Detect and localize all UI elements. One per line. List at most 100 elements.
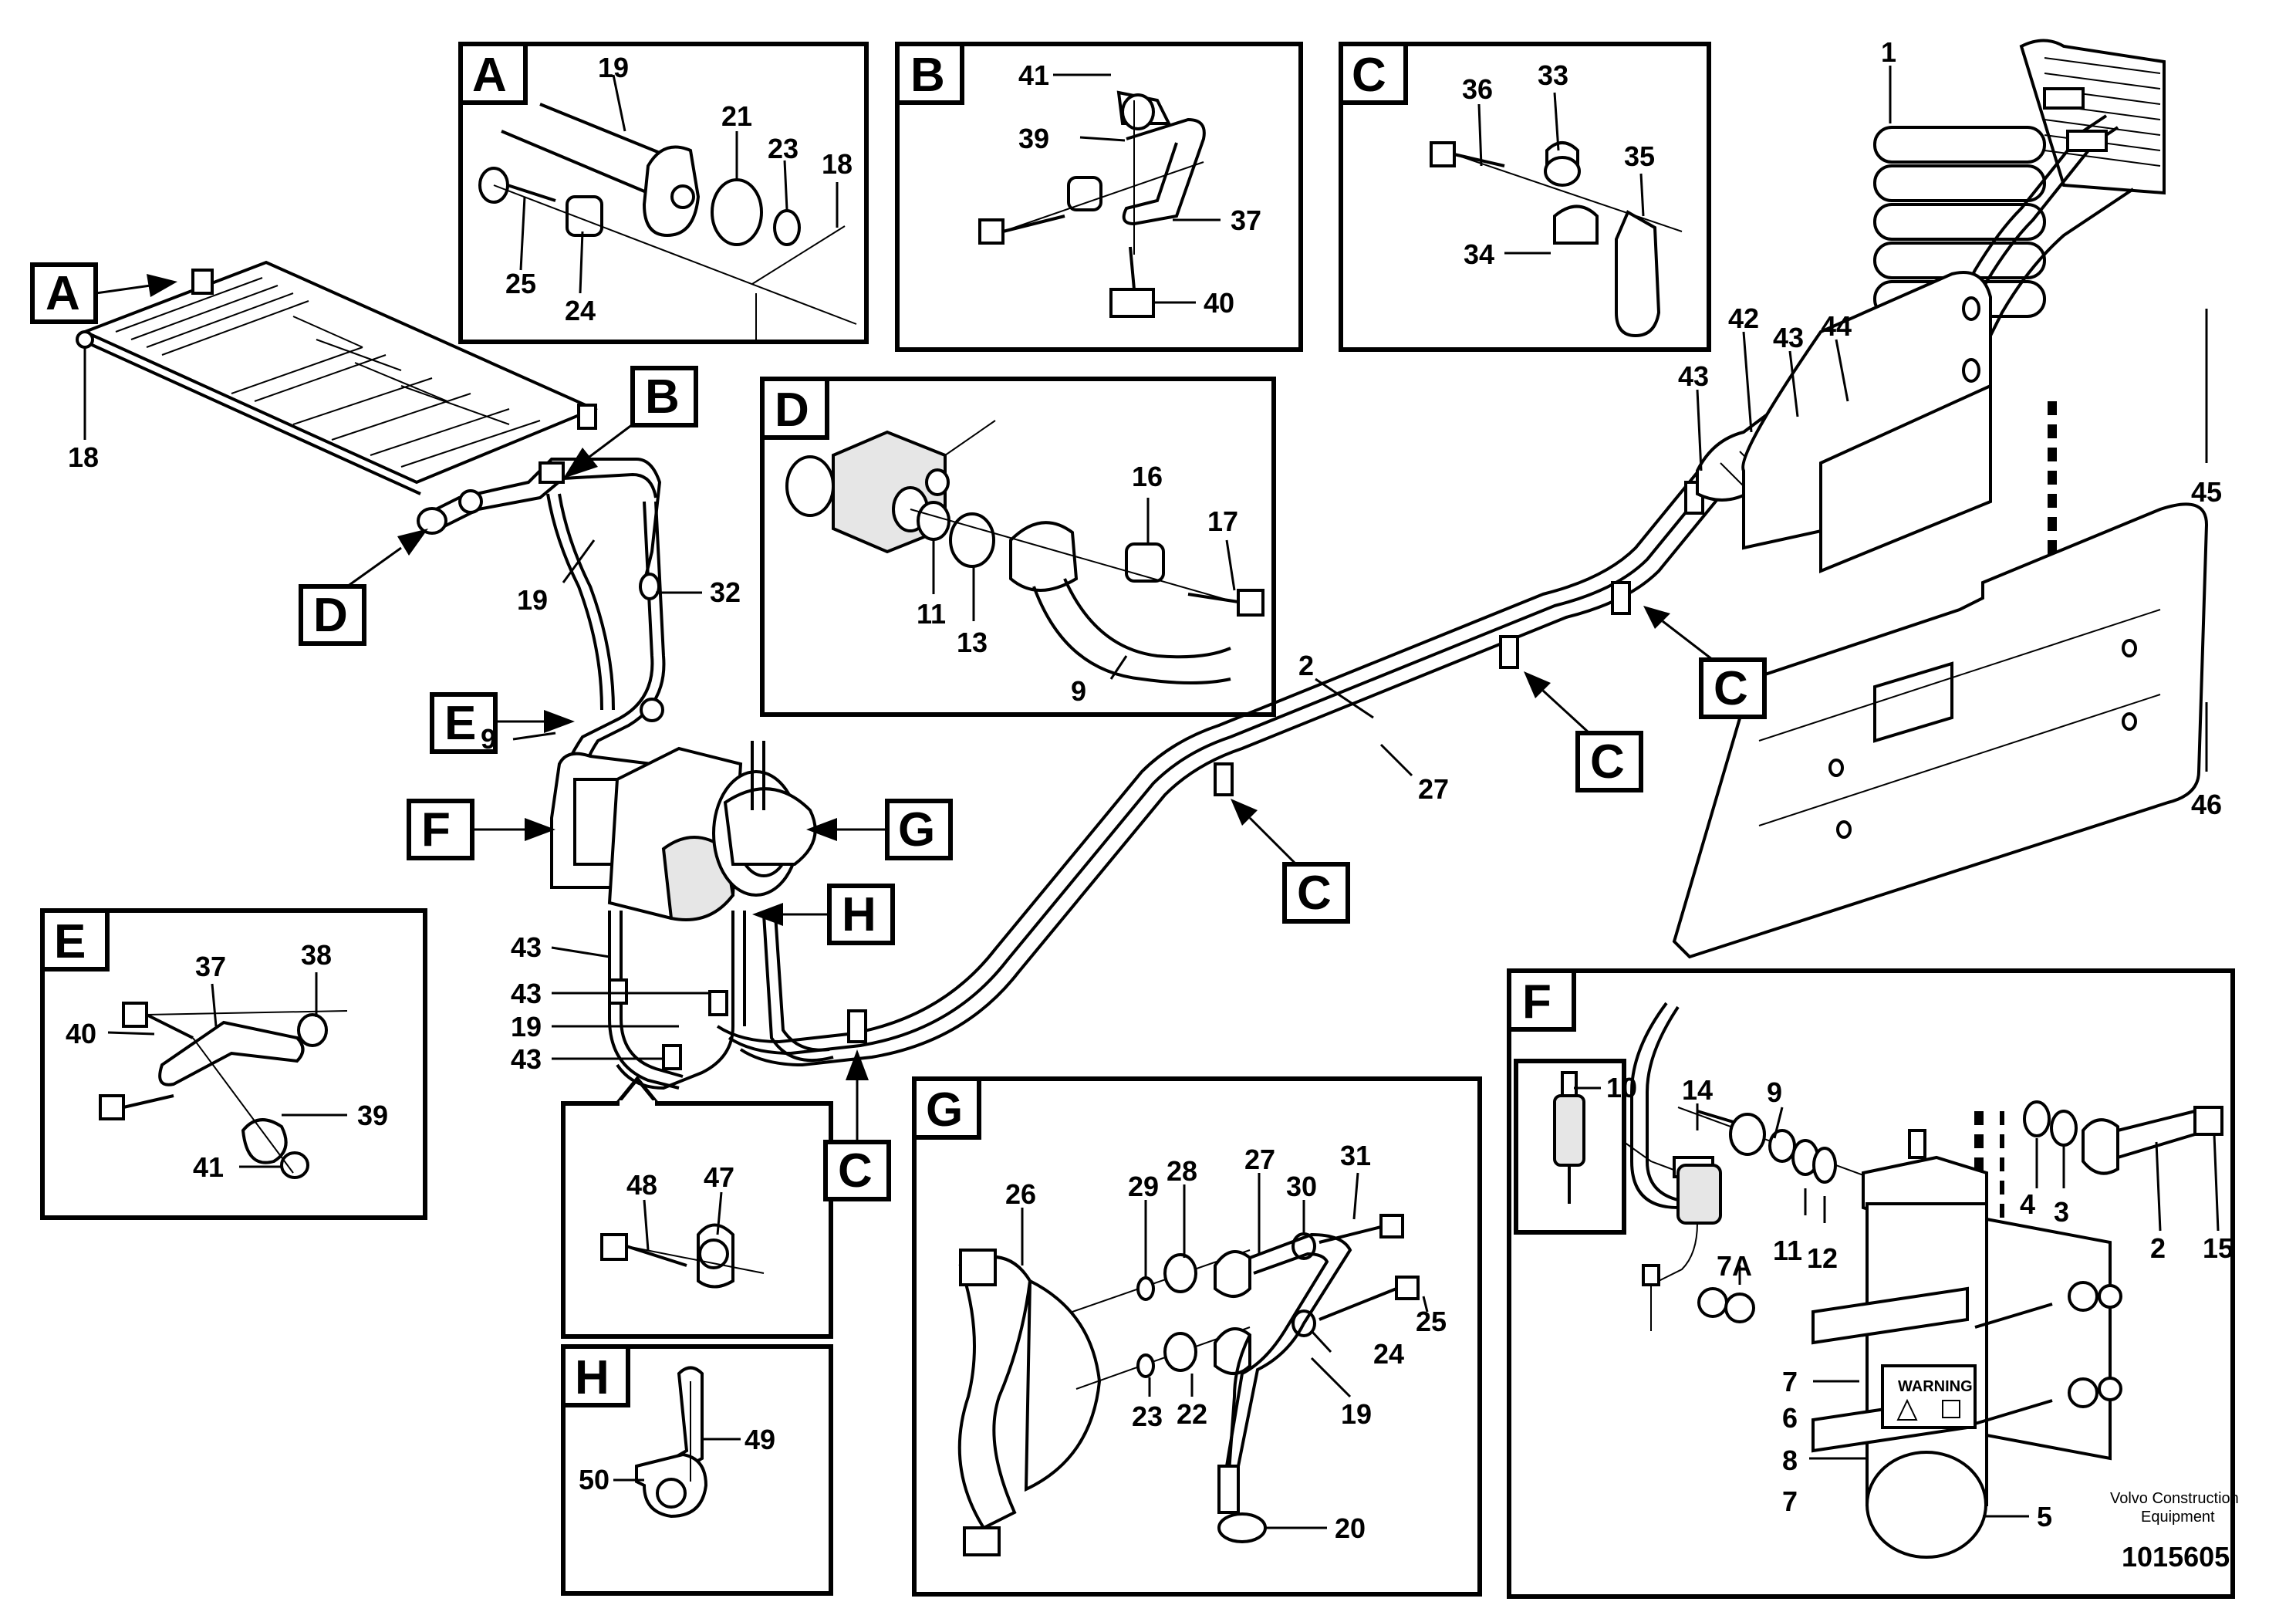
callout-tag-c-4: C	[1714, 662, 1748, 715]
detail-g-part-24: 24	[1373, 1338, 1404, 1370]
callout-tag-e: E	[444, 697, 476, 750]
manufacturer-line-1: Volvo Construction	[2110, 1490, 2239, 1507]
detail-f-part-11: 11	[1773, 1235, 1802, 1266]
detail-f-part-7-lower: 7	[1782, 1485, 1798, 1517]
detail-c-part-35: 35	[1624, 140, 1655, 172]
detail-g-part-20: 20	[1335, 1512, 1366, 1544]
detail-a-part-24: 24	[565, 295, 596, 326]
detail-h-part-50: 50	[579, 1464, 609, 1495]
detail-d-part-9: 9	[1071, 675, 1086, 707]
main-part-43-c: 43	[511, 1043, 542, 1075]
detail-box-g: G 27 31 28	[912, 1076, 1482, 1597]
detail-label-f: F	[1522, 975, 1551, 1029]
main-part-44: 44	[1821, 310, 1852, 342]
detail-label-g: G	[926, 1083, 963, 1137]
detail-g-part-30: 30	[1286, 1171, 1317, 1202]
detail-box-f: F 10	[1507, 968, 2239, 1599]
detail-g-part-28: 28	[1167, 1155, 1197, 1187]
main-callout-tags: A B D E F G H C	[30, 262, 1767, 1201]
detail-a-part-21: 21	[721, 100, 752, 132]
detail-f-part-2: 2	[2150, 1232, 2166, 1264]
main-part-27: 27	[1418, 773, 1449, 805]
detail-g-part-31: 31	[1340, 1140, 1371, 1171]
detail-f-part-6: 6	[1782, 1402, 1798, 1434]
detail-a-part-18: 18	[822, 148, 853, 180]
detail-box-clip: 48 47	[561, 1076, 833, 1339]
callout-tag-g: G	[898, 803, 935, 857]
detail-label-h: H	[575, 1351, 609, 1404]
detail-box-a: A 19 21 23 18 25 24	[458, 42, 869, 344]
detail-f-part-15: 15	[2203, 1232, 2234, 1264]
detail-label-d: D	[775, 384, 809, 437]
main-part-43-e: 43	[1773, 322, 1804, 353]
warning-decal-text: WARNING	[1898, 1378, 1973, 1395]
detail-a-part-19: 19	[598, 52, 629, 83]
detail-d-part-13: 13	[957, 627, 988, 658]
detail-g-part-29: 29	[1128, 1171, 1159, 1202]
callout-tag-b: B	[645, 370, 680, 424]
detail-box-c: C 36 33 35 34	[1339, 42, 1711, 352]
main-part-32: 32	[710, 576, 741, 608]
detail-g-part-26: 26	[1005, 1178, 1036, 1210]
detail-f-part-12: 12	[1807, 1242, 1838, 1274]
detail-f-part-7-upper: 7	[1782, 1366, 1798, 1397]
detail-d-part-11: 11	[917, 598, 946, 630]
main-part-18: 18	[68, 441, 99, 473]
detail-g-part-19: 19	[1341, 1398, 1372, 1430]
main-callout-numbers: 18 19 32 9 43 43 19 43 2 27 1 43 42 43 4…	[68, 36, 2222, 1075]
detail-g-part-23: 23	[1132, 1401, 1163, 1432]
detail-box-h: H 49 50	[561, 1344, 833, 1596]
detail-e-part-38: 38	[301, 939, 332, 971]
detail-f-part-8: 8	[1782, 1445, 1798, 1476]
main-part-1: 1	[1881, 36, 1896, 68]
detail-box-d: D 16 17 11 13 9	[760, 377, 1276, 717]
callout-tag-c-3: C	[1590, 735, 1625, 789]
main-part-43-b: 43	[511, 978, 542, 1009]
callout-tag-f: F	[421, 803, 451, 857]
clip-part-48: 48	[626, 1169, 657, 1201]
callout-tag-c-2: C	[1297, 867, 1332, 920]
callout-tag-a: A	[46, 267, 80, 320]
detail-f-part-4: 4	[2020, 1188, 2035, 1220]
main-part-46: 46	[2191, 789, 2222, 820]
detail-box-e: E 37 38 40 39 41	[40, 908, 427, 1220]
detail-label-b: B	[910, 49, 945, 102]
detail-f-part-3: 3	[2054, 1196, 2069, 1228]
detail-label-c: C	[1352, 49, 1386, 102]
detail-label-a: A	[472, 49, 507, 102]
detail-a-part-25: 25	[505, 268, 536, 299]
detail-e-part-40: 40	[66, 1018, 96, 1049]
main-assembly	[76, 39, 2209, 1090]
detail-c-part-34: 34	[1464, 238, 1494, 270]
detail-b-part-41: 41	[1018, 59, 1049, 91]
detail-f-part-5: 5	[2037, 1501, 2052, 1532]
main-part-9: 9	[481, 723, 496, 755]
drawing-number: 1015605	[2122, 1541, 2230, 1573]
detail-b-part-39: 39	[1018, 123, 1049, 154]
callout-tag-c-1: C	[838, 1144, 873, 1198]
manufacturer-line-2: Equipment	[2141, 1509, 2215, 1526]
main-part-42: 42	[1728, 302, 1759, 334]
callout-tag-h: H	[842, 888, 876, 941]
main-part-43-d: 43	[1678, 360, 1709, 392]
main-part-45: 45	[2191, 476, 2222, 508]
detail-g-part-25: 25	[1416, 1306, 1447, 1337]
callout-tag-d: D	[313, 589, 348, 642]
detail-c-part-36: 36	[1462, 73, 1493, 105]
detail-b-part-37: 37	[1231, 204, 1261, 236]
detail-h-part-49: 49	[745, 1424, 775, 1455]
detail-b-part-40: 40	[1204, 287, 1234, 319]
main-part-19-upper: 19	[517, 584, 548, 616]
detail-f-part-9: 9	[1767, 1076, 1782, 1108]
detail-f-part-7a: 7A	[1717, 1250, 1752, 1282]
detail-g-part-27: 27	[1244, 1144, 1275, 1175]
main-part-19-lower: 19	[511, 1011, 542, 1042]
detail-box-b: B 41 39 37 40	[895, 42, 1303, 352]
main-part-2: 2	[1298, 650, 1314, 681]
detail-label-e: E	[54, 915, 86, 968]
detail-d-part-16: 16	[1132, 461, 1163, 492]
detail-a-part-23: 23	[768, 133, 799, 164]
detail-e-part-39: 39	[357, 1100, 388, 1131]
detail-e-part-41: 41	[193, 1151, 224, 1183]
